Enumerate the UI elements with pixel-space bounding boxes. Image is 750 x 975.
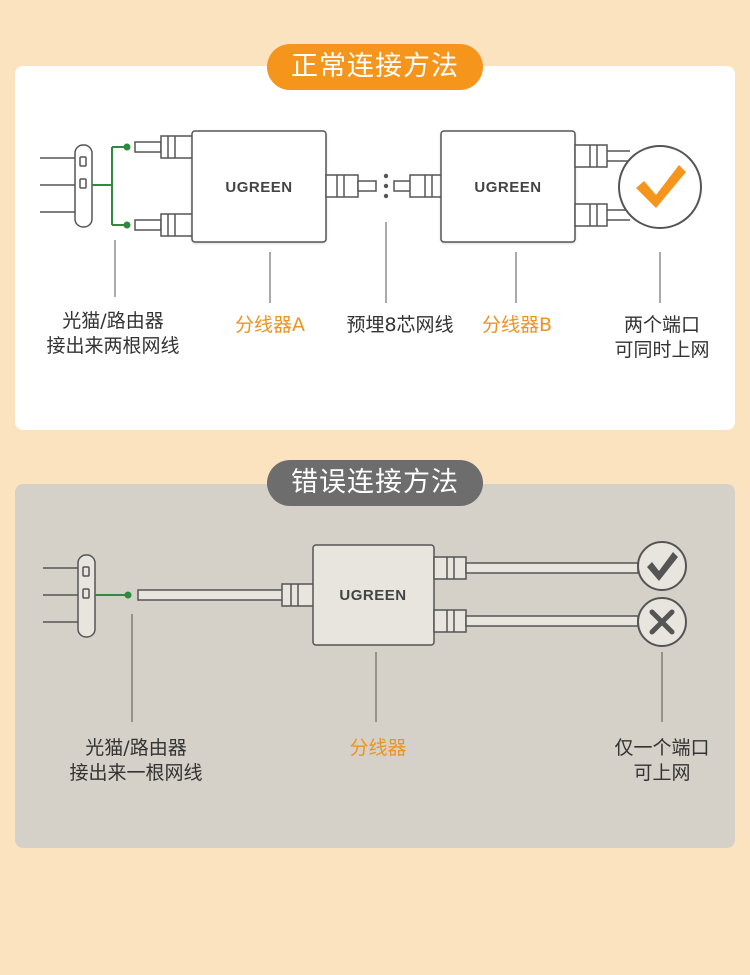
splitter-a-label: 分线器A (235, 314, 305, 336)
wrong-source-label-line2: 接出来一根网线 (69, 762, 203, 784)
wrong-result-label: 仅一个端口 可上网 (614, 736, 709, 786)
splitter-b-label: 分线器B (481, 314, 553, 336)
correct-result-label-line1: 两个端口 (623, 314, 701, 336)
splitter-label: 分线器 (349, 737, 407, 759)
wrong-result-label-line1: 仅一个端口 (614, 737, 710, 759)
splitter-b-box (440, 130, 576, 243)
splitter-input-cable (137, 583, 315, 607)
splitter-a-brand: UGREEN (225, 179, 292, 196)
correct-method-panel (15, 66, 735, 430)
splitter-a-input-plugs (134, 135, 194, 237)
splitter-a-output-plug (325, 174, 377, 198)
correct-source-label-line2: 接出来两根网线 (46, 335, 180, 357)
correct-result-label-line2: 可同时上网 (614, 339, 710, 361)
wrong-source-label-line1: 光猫/路由器 (85, 737, 187, 759)
splitter-brand: UGREEN (339, 587, 406, 604)
cross-icon (637, 597, 687, 647)
correct-source-label-line1: 光猫/路由器 (62, 310, 164, 332)
router-icon (40, 144, 93, 228)
wrong-leader-lines (131, 614, 663, 722)
green-wire-pair (92, 143, 131, 229)
check-icon (618, 145, 702, 229)
cable-label: 预埋8芯网线 (346, 314, 454, 336)
wrong-result-label-line2: 可上网 (633, 762, 691, 784)
splitter-b-input-plug (393, 174, 443, 198)
wrong-source-label: 光猫/路由器 接出来一根网线 (69, 736, 202, 786)
splitter-box (312, 544, 435, 646)
green-wire-single (95, 591, 132, 599)
correct-method-title: 正常连接方法 (267, 44, 483, 90)
cable-dots (383, 173, 389, 199)
wrong-diagram (43, 541, 687, 722)
router-icon (43, 554, 96, 638)
splitter-b-brand: UGREEN (474, 179, 541, 196)
wrong-method-title: 错误连接方法 (267, 460, 483, 506)
splitter-output-plugs (433, 556, 639, 633)
correct-result-label: 两个端口 可同时上网 (614, 313, 709, 363)
splitter-b-output-plugs (574, 144, 630, 227)
correct-diagram (40, 130, 702, 303)
correct-source-label: 光猫/路由器 接出来两根网线 (46, 309, 179, 359)
correct-leader-lines (114, 222, 661, 303)
check-icon (637, 541, 687, 591)
